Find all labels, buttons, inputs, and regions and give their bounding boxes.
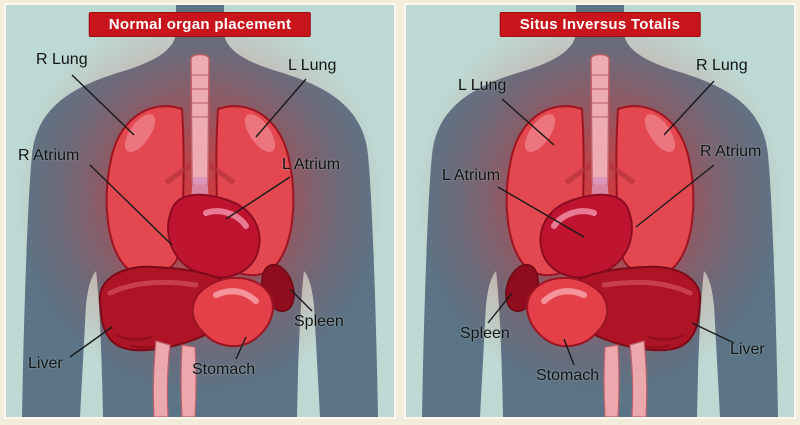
lung-highlight-left xyxy=(124,114,156,152)
lower-vessel-1 xyxy=(152,340,171,417)
label-liver: Liver xyxy=(730,341,765,358)
label-r-atrium: R Atrium xyxy=(18,147,80,164)
panel-title-inversus: Situs Inversus Totalis xyxy=(499,12,701,37)
lower-vessel-2 xyxy=(180,344,197,417)
label-r-atrium: R Atrium xyxy=(700,143,762,160)
label-l-lung: L Lung xyxy=(458,77,507,94)
label-stomach: Stomach xyxy=(192,361,256,378)
label-l-atrium: L Atrium xyxy=(282,156,341,173)
stomach-highlight xyxy=(213,288,259,304)
label-r-lung: R Lung xyxy=(696,57,748,74)
trachea-rings xyxy=(192,74,208,118)
label-l-atrium: L Atrium xyxy=(442,167,501,184)
label-spleen: Spleen xyxy=(460,325,510,342)
label-r-lung: R Lung xyxy=(36,51,88,68)
panel-situs-inversus: Situs Inversus Totalis L Lung R Lung L A… xyxy=(406,5,794,417)
trachea xyxy=(190,53,210,187)
label-l-lung: L Lung xyxy=(288,57,337,74)
panel-normal-placement: Normal organ placement R Lung L Lung R A… xyxy=(6,5,394,417)
label-liver: Liver xyxy=(28,355,63,372)
label-spleen: Spleen xyxy=(294,313,344,330)
label-stomach: Stomach xyxy=(536,367,600,384)
panel-title-normal: Normal organ placement xyxy=(88,12,312,37)
liver-highlight xyxy=(107,279,199,296)
